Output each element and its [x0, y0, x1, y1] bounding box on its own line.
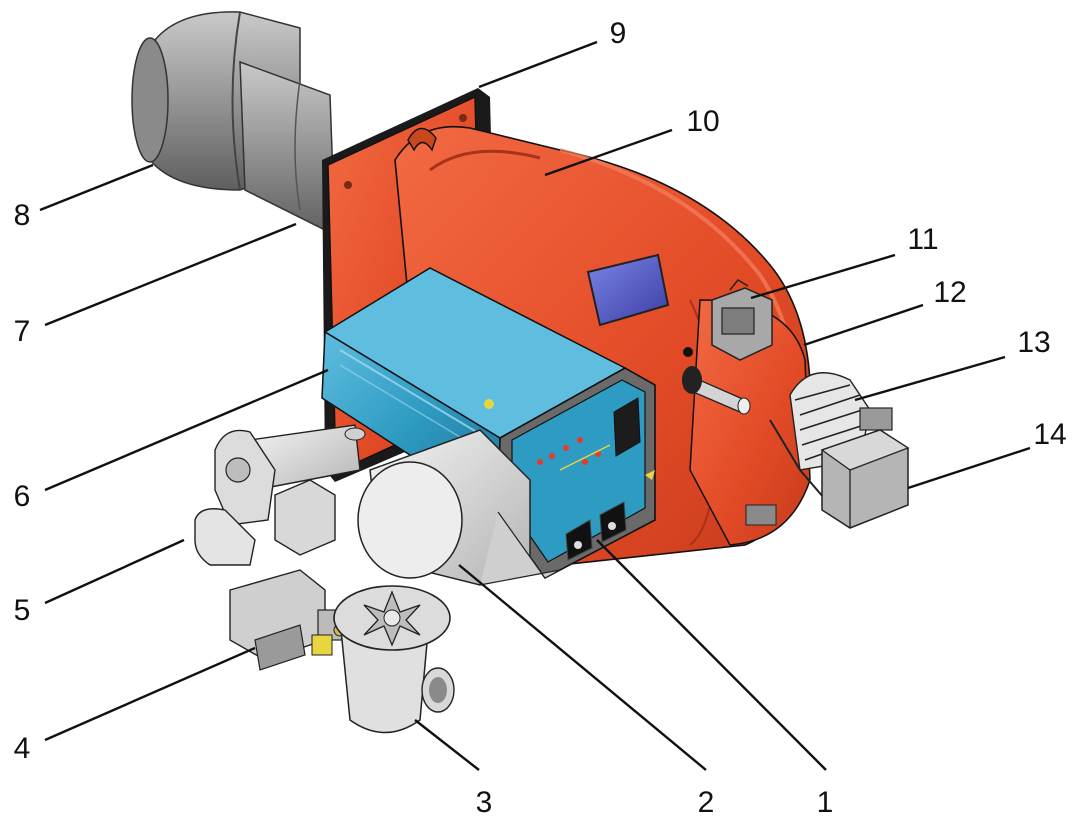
leader-3	[414, 719, 480, 771]
callout-4: 4	[14, 732, 31, 765]
leader-lines	[39, 40, 1031, 771]
callout-12: 12	[933, 276, 966, 309]
leader-10	[544, 128, 673, 177]
callout-9: 9	[610, 17, 627, 50]
leader-4	[44, 646, 256, 742]
callout-3: 3	[476, 786, 493, 819]
drive-shaft	[682, 366, 751, 415]
gas-pipe	[249, 424, 366, 491]
servomotor	[745, 429, 910, 529]
gas-valve-train	[194, 429, 349, 671]
leader-14	[907, 446, 1031, 490]
leader-8	[39, 163, 154, 212]
callout-numbers: 1 2 3 4 5 6 7 8 9 10 11 12 13 14	[14, 17, 1067, 819]
callout-14: 14	[1033, 418, 1066, 451]
leader-1	[596, 539, 827, 771]
control-panel	[497, 367, 656, 580]
leader-11	[750, 253, 896, 300]
leader-9	[478, 40, 598, 89]
leader-2	[458, 564, 707, 771]
leader-5	[44, 538, 185, 605]
callout-5: 5	[14, 594, 31, 627]
leader-12	[803, 303, 924, 347]
blast-tube	[131, 11, 336, 237]
fan-motor	[357, 429, 561, 586]
leader-7	[44, 222, 297, 327]
callout-6: 6	[14, 480, 31, 513]
leader-6	[44, 368, 329, 492]
air-pressure-switch	[711, 279, 773, 361]
callout-1: 1	[817, 786, 834, 819]
callout-7: 7	[14, 315, 31, 348]
callout-8: 8	[14, 199, 31, 232]
gas-filter	[333, 585, 455, 734]
callout-13: 13	[1017, 326, 1050, 359]
leader-13	[854, 355, 1006, 402]
callout-2: 2	[698, 786, 715, 819]
callout-11: 11	[907, 223, 938, 256]
callout-10: 10	[686, 105, 719, 138]
